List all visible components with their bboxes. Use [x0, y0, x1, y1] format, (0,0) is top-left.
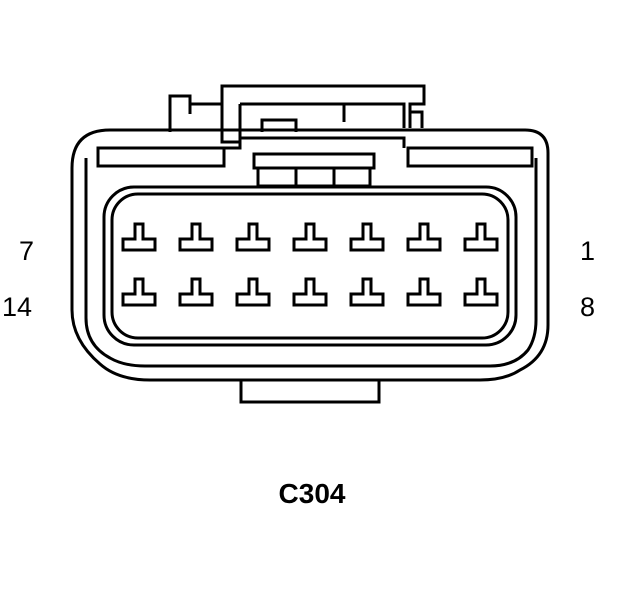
pin-grid	[121, 222, 499, 307]
housing-outer	[70, 128, 550, 382]
bottom-tab	[239, 380, 381, 404]
pin-cavity	[349, 222, 385, 252]
pin-cavity	[349, 277, 385, 307]
pin-cavity	[121, 277, 157, 307]
connector-id-label: C304	[278, 478, 346, 509]
pin-label-7: 7	[19, 236, 35, 266]
pin-face-outer	[102, 185, 518, 347]
pin-cavity	[406, 222, 442, 252]
pin-label-1: 1	[580, 236, 596, 266]
connector-latch	[168, 84, 426, 144]
pin-label-14: 14	[2, 292, 33, 322]
pin-cavity	[235, 277, 271, 307]
pin-cavity	[406, 277, 442, 307]
connector-key	[252, 152, 376, 188]
pin-face-inner	[110, 192, 510, 340]
pin-cavity	[463, 222, 499, 252]
pin-cavity	[292, 222, 328, 252]
pin-cavity	[235, 222, 271, 252]
pin-cavity	[121, 222, 157, 252]
pin-cavity	[463, 277, 499, 307]
housing-inner	[96, 146, 534, 168]
housing-inner-wall	[84, 136, 538, 368]
pin-cavity	[178, 277, 214, 307]
pin-cavity	[178, 222, 214, 252]
pin-label-8: 8	[580, 292, 596, 322]
pin-cavity	[292, 277, 328, 307]
